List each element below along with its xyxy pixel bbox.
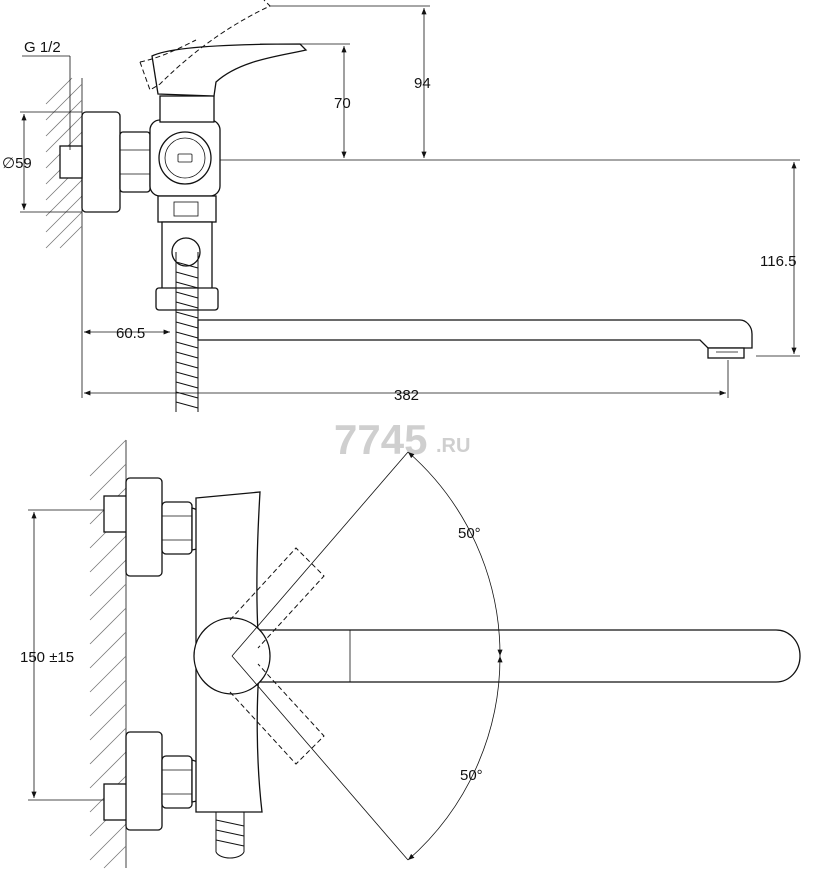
lower-hex-nut bbox=[161, 755, 193, 809]
lower-body bbox=[157, 195, 217, 223]
dim-thread-label: G 1/2 bbox=[24, 39, 61, 56]
dim-spout-height-label: 116.5 bbox=[760, 253, 796, 270]
hex-nut bbox=[119, 131, 151, 193]
shower-hose-bottom bbox=[215, 812, 245, 859]
dim-wall-offset-label: 60.5 bbox=[116, 325, 145, 342]
spout bbox=[197, 319, 753, 349]
dim-center-distance-label: 150 ±15 bbox=[20, 649, 74, 666]
spout-plan bbox=[235, 629, 801, 683]
aerator bbox=[707, 347, 745, 359]
inlet-pipe bbox=[59, 145, 83, 179]
dim-diameter-label: ∅59 bbox=[2, 155, 32, 172]
lever-handle-raised bbox=[139, 0, 271, 91]
cartridge-housing bbox=[159, 95, 215, 123]
dim-angle-down-label: 50° bbox=[460, 767, 483, 784]
diverter-knob bbox=[158, 131, 212, 185]
upper-flange bbox=[125, 477, 163, 577]
upper-hex-nut bbox=[161, 501, 193, 555]
lever-handle bbox=[151, 43, 308, 97]
side-elevation-view: G 1/2 ∅59 70 94 116.5 60.5 382 bbox=[2, 0, 800, 412]
dim-spout-length-label: 382 bbox=[394, 387, 419, 404]
dimension-lines-top bbox=[20, 5, 800, 398]
dim-angle-up-label: 50° bbox=[458, 525, 481, 542]
watermark-suffix: .RU bbox=[436, 435, 470, 457]
wall-flange bbox=[81, 111, 121, 213]
dim-handle-height-b-label: 94 bbox=[414, 75, 431, 92]
plan-view: 150 ±15 50° 50° bbox=[20, 439, 801, 869]
center-distance-dimension bbox=[28, 509, 104, 801]
upper-inlet-pipe bbox=[103, 495, 129, 533]
dim-handle-height-a-label: 70 bbox=[334, 95, 351, 112]
lower-inlet-pipe bbox=[103, 783, 129, 821]
lower-flange bbox=[125, 731, 163, 831]
watermark: 7745 .RU bbox=[334, 416, 470, 463]
handle-rotation-range bbox=[229, 451, 503, 861]
watermark-main: 7745 bbox=[334, 416, 427, 463]
